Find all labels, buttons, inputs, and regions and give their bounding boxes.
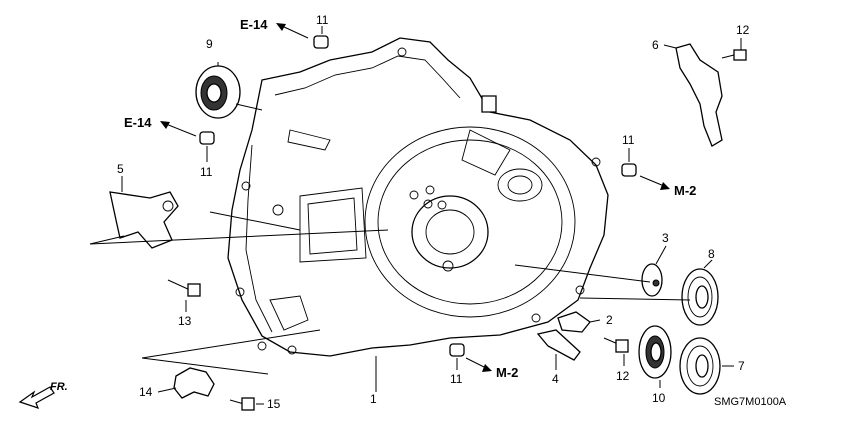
part-label-12: 12 <box>736 23 750 37</box>
oil-seal-9 <box>195 65 241 119</box>
part-label-13: 13 <box>178 314 192 328</box>
part-label-8: 8 <box>708 247 715 261</box>
part-label-10: 10 <box>652 391 666 405</box>
dowel-pin-11c <box>621 163 637 177</box>
ref-label-m2[interactable]: M-2 <box>496 365 519 380</box>
part-label-6: 6 <box>652 38 659 52</box>
part-label-11: 11 <box>316 13 329 27</box>
clutch-housing <box>227 37 609 357</box>
diagram-code: SMG7M0100A <box>714 396 787 408</box>
part-label-7: 7 <box>738 359 745 373</box>
dowel-pin-11d <box>449 343 465 357</box>
ref-arrow-e14b <box>160 121 197 137</box>
bracket-6 <box>675 43 723 147</box>
ref-label-e14[interactable]: E-14 <box>124 115 152 130</box>
part-label-4: 4 <box>552 372 559 386</box>
sensor-bracket-14 <box>173 367 215 399</box>
guide-2 <box>557 311 591 333</box>
ref-arrow-e14a <box>276 23 309 39</box>
part-label-11: 11 <box>450 372 463 386</box>
leader-lines <box>89 26 742 405</box>
ref-arrow-m2b <box>465 357 492 372</box>
bolt-15 <box>229 397 255 411</box>
plate-4 <box>536 329 581 361</box>
ref-label-e14[interactable]: E-14 <box>240 17 268 32</box>
bearing-7 <box>679 337 721 395</box>
part-label-11: 11 <box>200 165 213 179</box>
bolt-12a <box>721 49 747 61</box>
front-direction-label: FR. <box>50 381 68 393</box>
bearing-8 <box>681 268 719 326</box>
part-label-14: 14 <box>139 385 153 399</box>
bracket-5 <box>109 191 179 249</box>
front-arrow-icon <box>18 386 55 409</box>
part-label-9: 9 <box>206 37 213 51</box>
ref-arrow-m2a <box>639 175 670 190</box>
part-label-15: 15 <box>267 397 281 411</box>
washer-3 <box>641 263 663 297</box>
part-label-5: 5 <box>117 162 124 176</box>
bolt-13 <box>167 279 201 297</box>
dowel-pin-11b <box>199 131 215 145</box>
part-label-3: 3 <box>662 231 669 245</box>
part-label-11: 11 <box>622 133 635 147</box>
part-label-2: 2 <box>606 313 613 327</box>
bolt-12b <box>603 337 629 353</box>
dowel-pin-11a <box>313 35 329 49</box>
part-label-12: 12 <box>616 369 630 383</box>
part-label-1: 1 <box>370 392 377 406</box>
oil-seal-10 <box>638 325 672 379</box>
ref-label-m2[interactable]: M-2 <box>674 183 697 198</box>
